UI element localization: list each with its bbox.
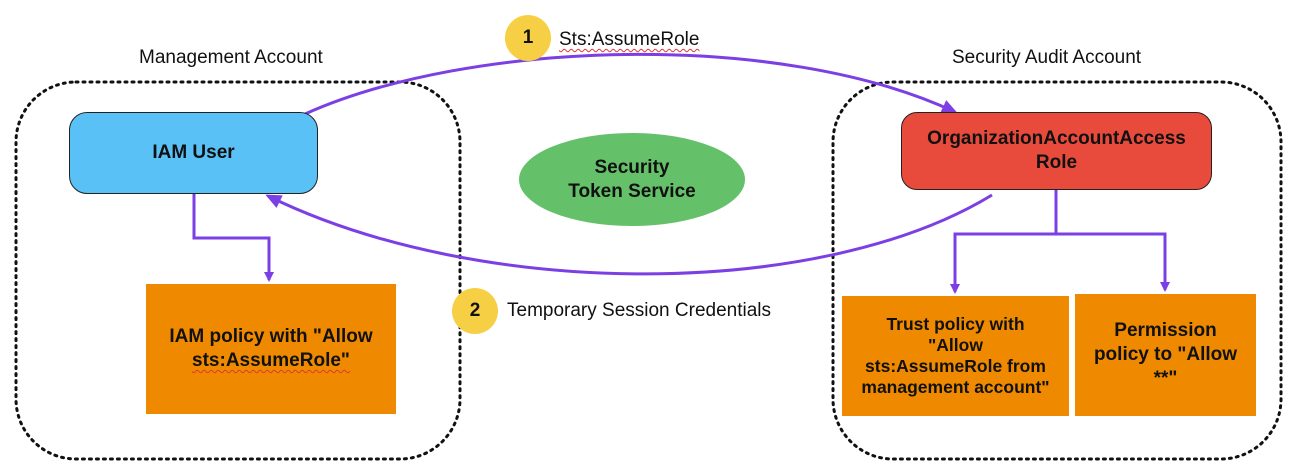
- trust-policy-line4: management account": [861, 377, 1050, 397]
- step-2-number: 2: [469, 300, 481, 321]
- perm-policy-line2: policy to "Allow: [1093, 344, 1238, 365]
- iam-policy-line2: sts:AssumeRole": [192, 350, 350, 371]
- management-account-boundary: [14, 80, 462, 461]
- trust-policy-line1: Trust policy with: [886, 314, 1025, 334]
- role-trust-connector: [950, 190, 1058, 294]
- assume-role-arrow: [304, 52, 958, 116]
- trust-policy-node[interactable]: Trust policy with "Allow sts:AssumeRole …: [842, 296, 1069, 416]
- iam-user-node[interactable]: IAM User: [69, 112, 318, 194]
- role-permission-connector: [1056, 232, 1170, 292]
- management-account-title: Management Account: [139, 47, 323, 68]
- perm-policy-line3: **": [1153, 368, 1178, 389]
- audit-account-boundary: [831, 80, 1283, 461]
- sts-label-line1: Security: [594, 156, 670, 178]
- step-2-label: Temporary Session Credentials: [507, 300, 772, 321]
- iam-user-label: IAM User: [152, 142, 235, 163]
- step-1-label: Sts:AssumeRole: [559, 29, 700, 50]
- step-1-number: 1: [522, 27, 534, 48]
- sts-label-line2: Token Service: [568, 180, 696, 202]
- permission-policy-node[interactable]: Permission policy to "Allow **": [1075, 294, 1256, 416]
- trust-policy-line3: sts:AssumeRole from: [865, 356, 1046, 376]
- iam-policy-node[interactable]: IAM policy with "Allow sts:AssumeRole": [146, 284, 396, 414]
- audit-account-title: Security Audit Account: [952, 47, 1142, 68]
- org-account-access-role-node[interactable]: OrganizationAccountAccess Role: [901, 112, 1212, 190]
- iam-user-policy-connector: [192, 194, 274, 282]
- perm-policy-line1: Permission: [1114, 320, 1217, 341]
- iam-policy-line1: IAM policy with "Allow: [169, 326, 373, 347]
- sts-node[interactable]: Security Token Service: [519, 133, 745, 226]
- step-1-badge: 1: [505, 15, 551, 61]
- step-2-badge: 2: [452, 288, 498, 334]
- trust-policy-line2: "Allow: [928, 335, 983, 355]
- org-role-label-line2: Role: [1035, 152, 1078, 173]
- org-role-label-line1: OrganizationAccountAccess: [927, 128, 1186, 149]
- credentials-arrow: [265, 193, 993, 276]
